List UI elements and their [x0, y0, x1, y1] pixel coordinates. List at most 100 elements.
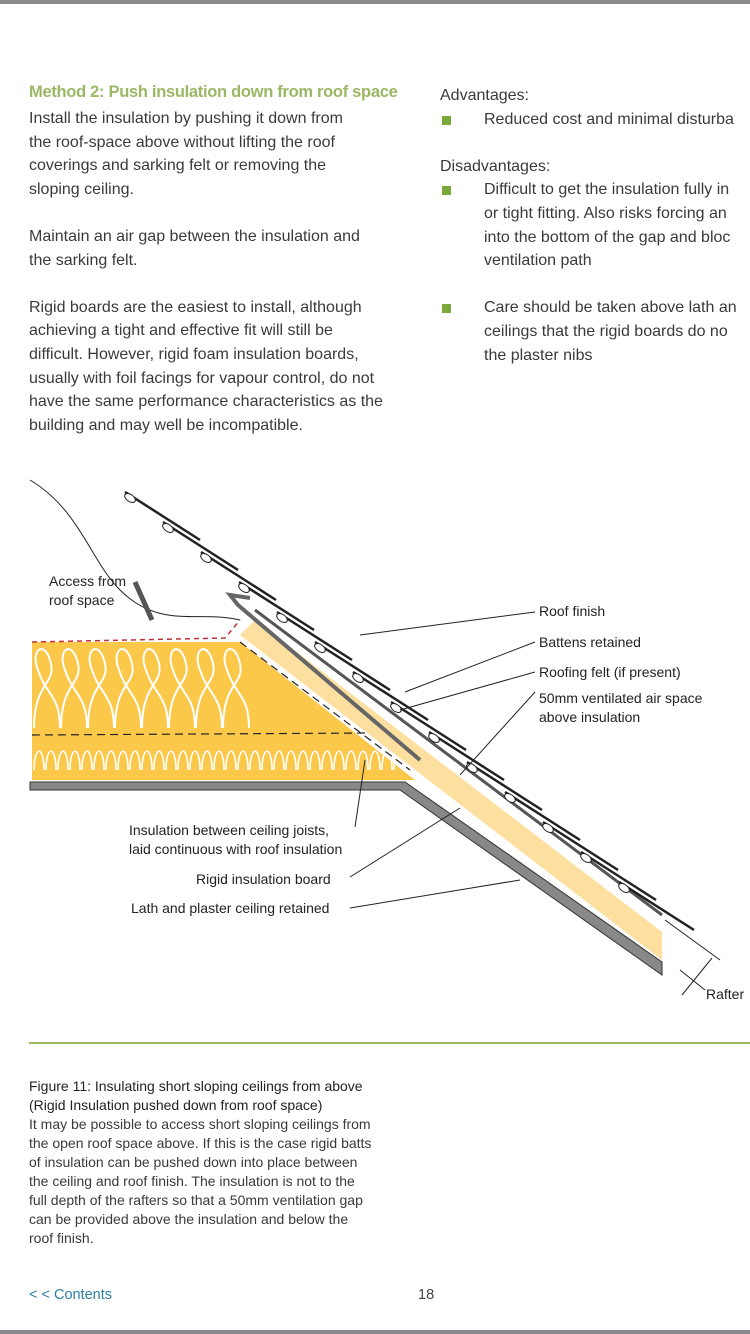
roof-space-outline	[29, 479, 241, 621]
dashed-line	[31, 732, 371, 736]
red-dashed-line	[31, 619, 241, 643]
caption-line: the ceiling and roof finish. The insulat…	[29, 1173, 355, 1189]
left-column: Install the insulation by pushing it dow…	[29, 107, 419, 437]
batten	[314, 643, 326, 653]
roof-tile	[124, 490, 201, 542]
text-line: ventilation path	[484, 252, 592, 270]
text-line: difficult. However, rigid foam insulatio…	[29, 345, 359, 363]
caption-line: roof finish.	[29, 1230, 94, 1246]
label-rigid-board: Rigid insulation board	[196, 871, 331, 887]
lath-plaster-ceiling	[29, 781, 663, 976]
leader-line	[679, 969, 706, 991]
page-number: 18	[418, 1287, 435, 1303]
leader-line	[359, 611, 536, 636]
batten	[618, 883, 630, 893]
text-line: sloping ceiling.	[29, 180, 134, 198]
caption-title: Figure 11: Insulating short sloping ceil…	[29, 1078, 363, 1094]
label-lath-plaster: Lath and plaster ceiling retained	[131, 900, 330, 916]
roof-tile	[162, 520, 239, 572]
figure-caption: Figure 11: Insulating short sloping ceil…	[29, 1077, 429, 1248]
advantages-title: Advantages:	[440, 87, 529, 104]
text-line: achieving a tight and effective fit will…	[29, 322, 333, 340]
text-line: the sarking felt.	[29, 251, 138, 269]
roof-tile	[504, 790, 581, 842]
right-column: Advantages: Reduced cost and minimal dis…	[440, 84, 750, 367]
roof-tile	[618, 880, 695, 932]
text-line: Reduced cost and minimal disturba	[484, 110, 734, 128]
label-rafter: Rafter	[706, 986, 745, 1002]
caption-line: full depth of the rafters so that a 50mm…	[29, 1192, 363, 1208]
batten	[162, 523, 174, 533]
label-felt: Roofing felt (if present)	[539, 664, 681, 680]
top-scroll-edge	[0, 0, 750, 4]
leader-line	[354, 759, 366, 828]
roof-section-diagram	[29, 479, 721, 996]
batten	[580, 853, 592, 863]
batten	[238, 583, 250, 593]
advantage-item: Reduced cost and minimal disturba	[440, 108, 750, 132]
insulation-texture	[33, 648, 250, 729]
batten	[542, 823, 554, 833]
batten	[124, 493, 136, 503]
rigid-insulation-board	[240, 620, 662, 960]
bullet-icon	[442, 304, 451, 314]
text-line: coverings and sarking felt or removing t…	[29, 157, 327, 175]
text-line: usually with foil facings for vapour con…	[29, 369, 375, 387]
text-line: Care should be taken above lath an	[484, 299, 737, 317]
leader-line	[349, 879, 521, 909]
disadvantage-item: Difficult to get the insulation fully in…	[440, 178, 750, 272]
caption-line: can be provided above the insulation and…	[29, 1211, 349, 1227]
section-divider	[29, 1042, 750, 1044]
text-line: ceilings that the rigid boards do no	[484, 322, 728, 340]
batten	[390, 703, 402, 713]
text-line: Rigid boards are the easiest to install,…	[29, 298, 362, 316]
rafter-dimension	[681, 957, 713, 996]
roof-tile	[428, 730, 505, 782]
disadvantages-title: Disadvantages:	[440, 157, 551, 175]
bottom-scroll-edge	[0, 1330, 750, 1334]
roof-tile	[200, 550, 277, 602]
batten	[276, 613, 288, 623]
batten	[352, 673, 364, 683]
text-line: the roof-space above without lifting the…	[29, 133, 335, 151]
text-line: or tight fitting. Also risks forcing an	[484, 204, 727, 222]
roof-tile	[276, 610, 353, 662]
caption-line: of insulation can be pushed down into pl…	[29, 1154, 358, 1170]
roof-tile	[314, 640, 391, 692]
roof-tile	[238, 580, 315, 632]
caption-line: the open roof space above. If this is th…	[29, 1135, 372, 1151]
contents-link[interactable]: < < Contents	[29, 1287, 113, 1303]
text-line: building and may well be incompatible.	[29, 416, 303, 434]
text-line: the plaster nibs	[484, 346, 593, 364]
section-heading: Method 2: Push insulation down from roof…	[29, 83, 398, 101]
caption-line: It may be possible to access short slopi…	[29, 1116, 371, 1132]
bullet-icon	[442, 115, 451, 125]
label-joists: Insulation between ceiling joists,laid c…	[129, 822, 343, 857]
dashed-line	[239, 641, 411, 771]
text-line: Maintain an air gap between the insulati…	[29, 227, 360, 245]
roof-tile	[542, 820, 619, 872]
leader-line	[404, 641, 536, 693]
insulation-texture	[33, 750, 415, 771]
rafter-line	[664, 919, 721, 961]
text-line: Install the insulation by pushing it dow…	[29, 110, 343, 127]
roof-tile	[466, 760, 543, 812]
label-battens: Battens retained	[539, 634, 641, 650]
text-line: into the bottom of the gap and bloc	[484, 228, 731, 246]
push-arrow	[225, 592, 422, 762]
disadvantage-item: Care should be taken above lath an ceili…	[440, 296, 750, 367]
access-arrow-icon	[132, 580, 155, 622]
roof-tile	[580, 850, 657, 902]
text-line: have the same performance characteristic…	[29, 393, 383, 411]
roof-tile	[352, 670, 429, 722]
roofing-felt	[254, 608, 663, 917]
caption-title: (Rigid Insulation pushed down from roof …	[29, 1097, 323, 1113]
leader-line	[399, 671, 536, 711]
leader-line	[349, 807, 461, 878]
label-roof-finish: Roof finish	[539, 603, 606, 619]
batten	[466, 763, 478, 773]
text-line: Difficult to get the insulation fully in	[484, 181, 730, 199]
roof-tile	[390, 700, 467, 752]
